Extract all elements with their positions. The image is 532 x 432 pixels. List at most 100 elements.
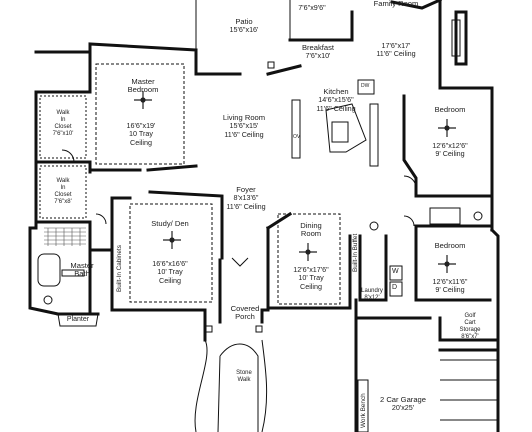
bedroom1-ceiling: 9' Ceiling [435, 149, 465, 159]
tub-bed1 [429, 207, 461, 225]
family-size: 17'6"x17' [381, 41, 411, 50]
closet1-line1: Walk [56, 110, 70, 116]
family-ceiling: 11'6" Ceiling [376, 49, 416, 59]
bedroom2-ceiling: 9' Ceiling [435, 285, 465, 295]
dining-name: Dining Room [300, 221, 322, 239]
fireplace [451, 19, 461, 57]
closet1-box [39, 95, 87, 159]
wall-garage [354, 298, 500, 432]
door-swing-4 [403, 175, 417, 189]
bedroom2-name: Bedroom [434, 241, 466, 250]
label-kitchen: Kitchen 14'6"x15'6" 11'6" Ceiling [316, 87, 356, 113]
door-swing-2 [95, 213, 107, 225]
garage-name: 2 Car Garage [379, 395, 427, 404]
label-washer: W [392, 268, 399, 275]
patio-size: 15'6"x16' [229, 25, 259, 35]
planter-name: Planter [66, 316, 90, 323]
patio-name: Patio [235, 17, 253, 26]
living-name: Living Room [222, 113, 266, 122]
label-covered-porch: Covered Porch [231, 304, 260, 322]
label-foyer: Foyer 8'x13'6" 11'6" Ceiling [226, 185, 266, 211]
toilet-bed1 [473, 211, 483, 221]
door-swing-5 [403, 215, 415, 227]
wall-study-top [110, 190, 224, 260]
master-bedroom-ceiling2: Ceiling [130, 137, 152, 147]
label-master-bedroom-size: 16'6"x19' 10 Tray Ceiling [126, 121, 156, 147]
door-swing-3 [231, 257, 249, 267]
label-dining-size: 12'6"x17'6" 10' Tray Ceiling [293, 265, 329, 291]
label-closet1: Walk In Closet 7'6"x10' [53, 110, 74, 138]
tray-study [129, 203, 213, 303]
planter-shape [57, 313, 99, 327]
bedroom2-size: 12'6"x11'6" [432, 277, 468, 286]
kitchen-size: 14'6"x15'6" [318, 95, 354, 105]
foyer-name: Foyer [236, 185, 256, 194]
kitchen-ceiling: 11'6" Ceiling [316, 103, 356, 113]
label-ov: OV [293, 134, 301, 140]
master-bath-name1: Master [70, 261, 94, 270]
wall-kitchen-top [288, 0, 442, 42]
study-ceiling1: 10' Tray [157, 267, 183, 277]
bedroom1-size: 12'6"x12'6" [432, 141, 468, 150]
golf-cart-name3: Storage [459, 327, 481, 333]
dining-ceiling1: 10' Tray [298, 273, 324, 283]
tray-master [95, 63, 185, 165]
label-family-size: 17'6"x17' 11'6" Ceiling [376, 41, 416, 59]
wall-family [438, 0, 500, 432]
master-bedroom-name: Master Bedroom [127, 77, 159, 95]
label-builtin-buffet: Built-In Buffet [352, 233, 359, 272]
label-bedroom2-size: 12'6"x11'6" 9' Ceiling [432, 277, 468, 295]
toilet-master [43, 295, 53, 305]
label-builtin-cabinets: Built-In Cabinets [116, 245, 123, 292]
label-top-small: 7'6"x9'6" [298, 3, 325, 12]
covered-porch-name2: Porch [235, 312, 255, 322]
study-ceiling2: Ceiling [159, 275, 181, 285]
wall-bedroom1 [402, 94, 492, 198]
living-size: 15'6"x15' [229, 121, 259, 131]
wall-porch [218, 308, 270, 324]
wall-bath [88, 230, 114, 316]
stone-walk-name1: Stone [236, 370, 252, 376]
label-garage: 2 Car Garage 20'x25' [379, 395, 427, 413]
label-bedroom1: Bedroom [435, 105, 466, 114]
washer-box [389, 265, 403, 281]
study-name: Study/ Den [151, 219, 189, 228]
kitchen-counter [291, 99, 379, 167]
closet1-size: 7'6"x10' [52, 131, 74, 137]
vanity-master [61, 269, 85, 277]
ceiling-fans [134, 91, 456, 273]
dryer-box [389, 281, 403, 297]
closet1-line3: Closet [54, 124, 72, 130]
closet2-line2: In [60, 185, 66, 191]
wall-study [110, 196, 222, 342]
label-patio: Patio 15'6"x16' [229, 17, 259, 35]
label-laundry: Laundry 8'x12' [361, 288, 383, 302]
laundry-name: Laundry [361, 288, 383, 294]
kitchen-island [325, 103, 367, 153]
wall-laundry [358, 234, 388, 302]
column-1 [205, 325, 213, 333]
dining-ceiling2: Ceiling [300, 281, 322, 291]
wall-dining [265, 211, 352, 310]
dining-size: 12'6"x17'6" [293, 265, 329, 274]
wall-top-family-box [454, 10, 468, 66]
toilet-laundry [369, 221, 379, 231]
living-ceiling: 11'6" Ceiling [224, 129, 264, 139]
kitchen-name: Kitchen [323, 87, 349, 96]
hatch-area [44, 227, 86, 246]
label-golf-cart: Golf Cart Storage 8'6"x7' [459, 313, 480, 341]
foyer-ceiling: 11'6" Ceiling [226, 201, 266, 211]
label-dw: DW [361, 83, 370, 89]
wall-bedroom2 [414, 224, 492, 302]
tray-dining [277, 213, 341, 305]
master-bedroom-size: 16'6"x19' [126, 121, 156, 130]
wall-master-bed-bottom [88, 164, 198, 172]
kitchen-range [357, 79, 375, 95]
golf-cart-name1: Golf [464, 313, 476, 319]
label-closet2: Walk In Closet 7'6"x8' [54, 178, 71, 206]
label-breakfast: Breakfast 7'6"x10' [302, 43, 334, 61]
label-master-bath: Master Bath [70, 261, 94, 279]
garage-size: 20'x25' [391, 403, 415, 413]
label-bedroom2: Bedroom [434, 241, 466, 250]
study-size: 16'6"x16'6" [152, 259, 188, 268]
